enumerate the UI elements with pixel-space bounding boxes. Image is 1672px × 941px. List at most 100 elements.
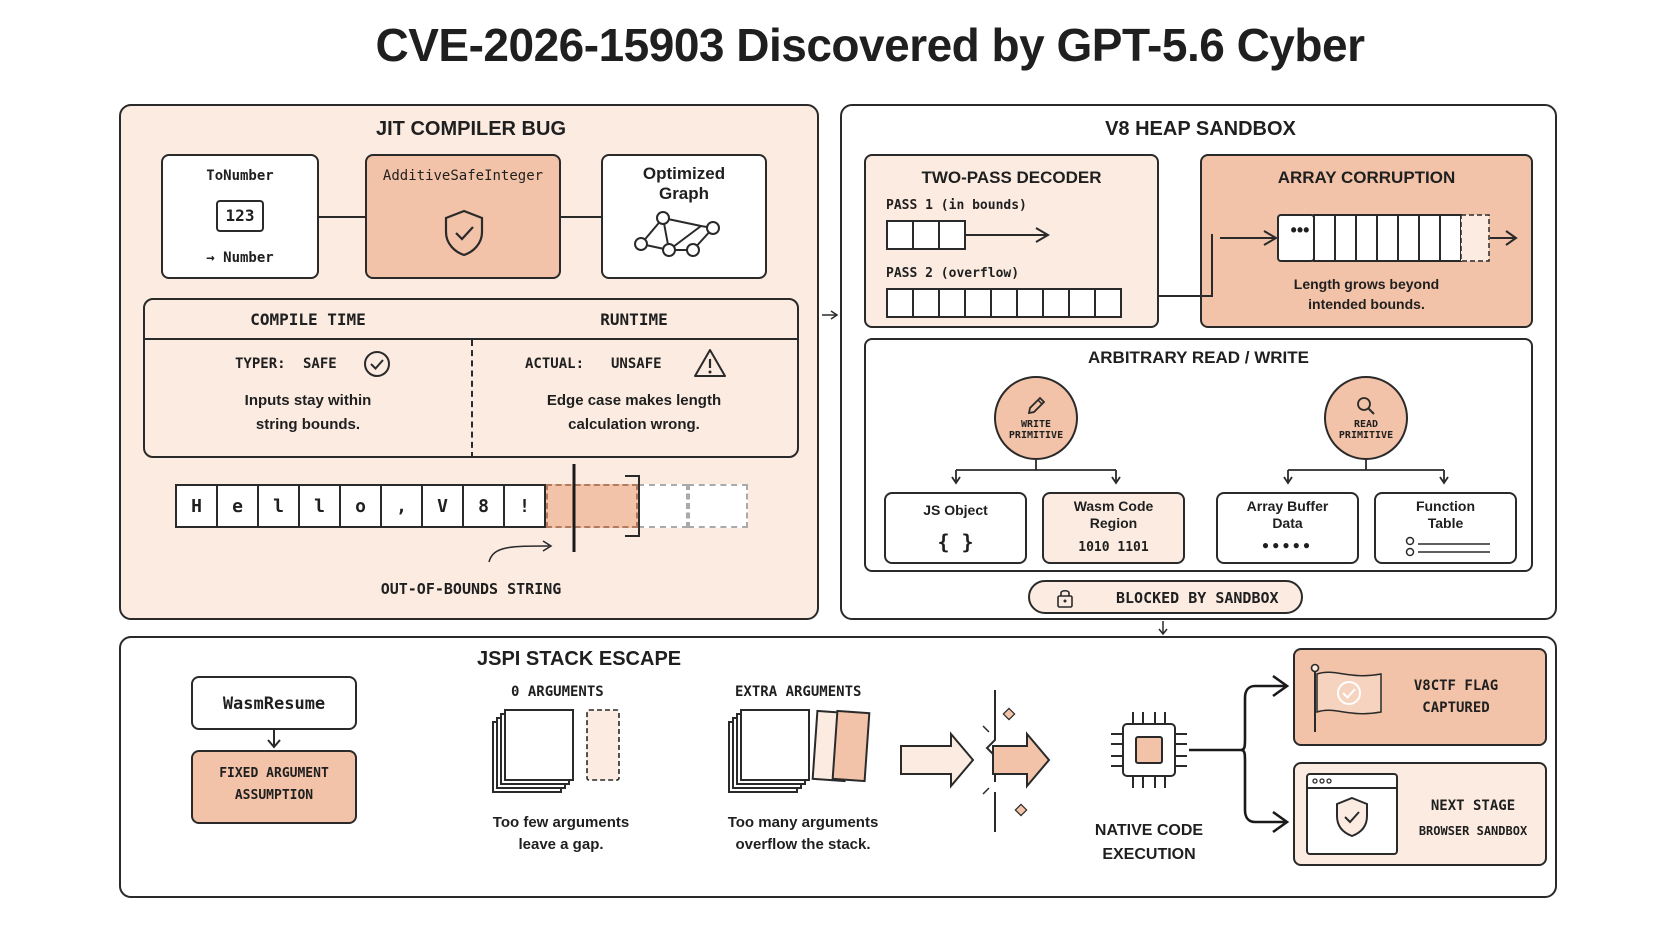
- shield-check-icon: [444, 209, 484, 257]
- pass2-label: PASS 2 (overflow): [886, 266, 1020, 281]
- table-rows-icon: [1405, 536, 1490, 557]
- runtime-desc-2: calculation wrong.: [568, 416, 700, 433]
- wasm-resume-box: WasmResume: [191, 676, 357, 730]
- corrupted-array-icon: [1220, 214, 1518, 262]
- optimized-graph-label: Optimized Graph: [642, 164, 726, 203]
- zero-args-header: 0 ARGUMENTS: [511, 684, 604, 700]
- native-code-line-2: EXECUTION: [1102, 846, 1196, 863]
- compile-time-header: COMPILE TIME: [250, 310, 366, 329]
- extra-args-stack-icon: [728, 709, 871, 793]
- target-label: Array Buffer: [1246, 498, 1329, 514]
- flag-icon: [1310, 663, 1382, 732]
- v8-heap-sandbox-panel: V8 HEAP SANDBOX TWO-PASS DECODER PASS 1 …: [840, 104, 1557, 620]
- function-table-box: Function Table: [1374, 492, 1517, 564]
- top-connectors: [319, 216, 601, 218]
- sandbox-panel-title: V8 HEAP SANDBOX: [1105, 118, 1296, 140]
- string-char: o: [339, 484, 382, 528]
- write-line-1: WRITE: [1020, 419, 1052, 430]
- oob-label: OUT-OF-BOUNDS STRING: [380, 580, 562, 598]
- target-label: JS Object: [923, 502, 988, 518]
- pass1-cells: [886, 220, 1050, 250]
- additive-safe-integer-box: AdditiveSafeInteger: [365, 154, 561, 279]
- target-label: Wasm Code: [1073, 498, 1154, 514]
- actual-key: ACTUAL:: [525, 356, 585, 372]
- target-sub: { }: [937, 530, 974, 554]
- target-sub: 1010 1101: [1078, 540, 1149, 555]
- extra-args-desc-2: overflow the stack.: [735, 836, 871, 853]
- wasm-resume-arrow: [267, 730, 281, 749]
- arbitrary-read-write-box: ARBITRARY READ / WRITE WRITE PRIMITIVE R…: [864, 338, 1533, 572]
- tonumber-box: ToNumber 123 → Number: [161, 154, 319, 279]
- next-stage-line-2: BROWSER SANDBOX: [1418, 824, 1528, 838]
- warning-icon: [694, 349, 726, 377]
- magnifier-icon: [1357, 397, 1375, 415]
- page-title: CVE-2026-15903 Discovered by GPT-5.6 Cyb…: [375, 19, 1365, 71]
- read-line-2: PRIMITIVE: [1338, 430, 1394, 441]
- target-label-2: Data: [1272, 515, 1303, 531]
- js-object-box: JS Object { }: [884, 492, 1027, 564]
- typer-key: TYPER:: [235, 356, 286, 372]
- string-char: l: [257, 484, 300, 528]
- array-desc-2: intended bounds.: [1308, 296, 1425, 312]
- jspi-panel-title: JSPI STACK ESCAPE: [477, 648, 682, 670]
- write-primitive-circle: WRITE PRIMITIVE: [994, 376, 1078, 460]
- fixed-argument-assumption-box: FIXED ARGUMENT ASSUMPTION: [191, 750, 357, 824]
- decoder-title: TWO-PASS DECODER: [921, 168, 1102, 187]
- flag-line-2: CAPTURED: [1422, 700, 1490, 716]
- tonumber-label: ToNumber: [206, 168, 274, 184]
- runtime-header: RUNTIME: [600, 310, 668, 329]
- rw-tree-lines: [951, 460, 1449, 485]
- lock-icon: [1057, 589, 1073, 608]
- jit-compiler-panel: JIT COMPILER BUG ToNumber 123 → Number A…: [119, 104, 819, 620]
- zero-args-desc-1: Too few arguments: [492, 814, 630, 831]
- oob-empty-cell: [688, 484, 748, 528]
- oob-markers: [488, 464, 640, 563]
- read-primitive-circle: READ PRIMITIVE: [1324, 376, 1408, 460]
- wasm-resume-label: WasmResume: [222, 694, 326, 714]
- array-buffer-data-box: Array Buffer Data ●●●●●: [1216, 492, 1359, 564]
- cpu-chip-icon: [1111, 712, 1187, 788]
- next-stage-box: NEXT STAGE BROWSER SANDBOX: [1293, 762, 1547, 866]
- string-char: !: [503, 484, 546, 528]
- compile-runtime-divider: [145, 338, 797, 340]
- zero-args-desc-2: leave a gap.: [518, 836, 604, 853]
- browser-window-shield-icon: [1306, 773, 1398, 855]
- flag-line-1: V8CTF FLAG: [1413, 678, 1499, 694]
- check-circle-icon: [364, 351, 390, 377]
- array-corruption-box: ARRAY CORRUPTION ••• Length grows beyond…: [1200, 154, 1533, 328]
- tonumber-result: → Number: [206, 250, 274, 266]
- rw-title: ARBITRARY READ / WRITE: [1088, 348, 1309, 367]
- blocked-label: BLOCKED BY SANDBOX: [1116, 589, 1279, 607]
- native-code-line-1: NATIVE CODE: [1094, 822, 1204, 839]
- pass1-label: PASS 1 (in bounds): [886, 198, 1027, 213]
- target-sub: ●●●●●: [1261, 538, 1314, 552]
- extra-args-header: EXTRA ARGUMENTS: [735, 684, 862, 700]
- oob-string-strip: H e l l o , V 8 !: [175, 484, 775, 532]
- compile-desc-2: string bounds.: [255, 416, 361, 433]
- additive-label: AdditiveSafeInteger: [382, 168, 544, 184]
- optimized-graph-box: Optimized Graph: [601, 154, 767, 279]
- string-char: ,: [380, 484, 423, 528]
- jspi-stack-escape-panel: JSPI STACK ESCAPE WasmResume FIXED ARGUM…: [119, 636, 1557, 898]
- jit-panel-title: JIT COMPILER BUG: [375, 118, 566, 140]
- two-pass-decoder-box: TWO-PASS DECODER PASS 1 (in bounds) PASS…: [864, 154, 1159, 328]
- tonumber-value: 123: [216, 200, 264, 232]
- array-dots: •••: [1290, 220, 1310, 240]
- dashed-divider: [471, 340, 473, 458]
- branch-arrows: [1189, 674, 1290, 834]
- compile-runtime-box: COMPILE TIME RUNTIME TYPER: SAFE Inputs …: [143, 298, 799, 458]
- wasm-code-region-box: Wasm Code Region 1010 1101: [1042, 492, 1185, 564]
- actual-value: UNSAFE: [611, 356, 662, 372]
- flag-captured-box: V8CTF FLAG CAPTURED: [1293, 648, 1547, 746]
- write-line-2: PRIMITIVE: [1008, 430, 1064, 441]
- compile-desc-1: Inputs stay within: [244, 392, 372, 409]
- target-label: Function: [1415, 498, 1476, 514]
- fixed-line-1: FIXED ARGUMENT: [219, 766, 329, 781]
- array-desc-1: Length grows beyond: [1293, 276, 1440, 292]
- oob-empty-cell: [638, 484, 688, 528]
- fixed-line-2: ASSUMPTION: [234, 788, 314, 803]
- decoder-to-array-connector: [1159, 234, 1213, 297]
- typer-value: SAFE: [303, 356, 337, 372]
- extra-args-desc-1: Too many arguments: [727, 814, 879, 831]
